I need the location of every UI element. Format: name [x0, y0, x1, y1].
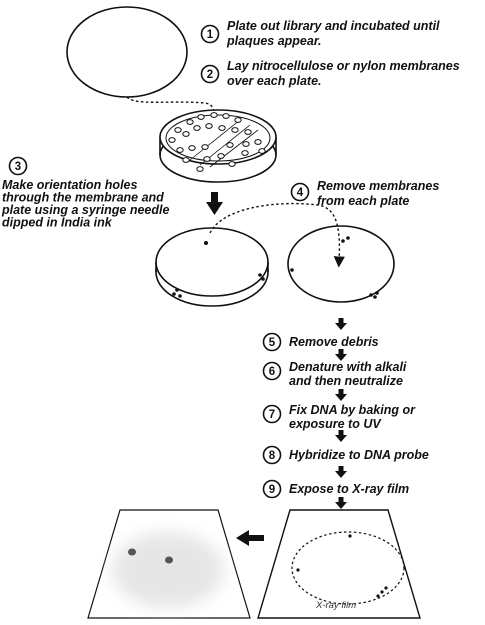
- small-arrow-head: [335, 502, 347, 509]
- plaque: [176, 147, 184, 153]
- library-plate-outline: [66, 6, 188, 98]
- plaque: [254, 139, 262, 145]
- step-text-line: Remove debris: [289, 335, 379, 349]
- plaques: [168, 112, 266, 172]
- plaque: [205, 123, 213, 129]
- small-arrow-shaft: [338, 349, 344, 354]
- step-number-circle: [262, 404, 282, 424]
- plaque: [217, 153, 225, 159]
- step-number-circle: [290, 182, 310, 202]
- plaque: [210, 112, 218, 118]
- plaque: [193, 125, 201, 131]
- small-arrow-shaft: [338, 430, 344, 435]
- step-text-line: dipped in India ink: [2, 216, 113, 230]
- xray-film-label: X-ray film: [315, 600, 356, 611]
- step-text-line: Remove membranes: [317, 179, 439, 193]
- small-arrow-head: [335, 323, 347, 330]
- step-text-line: and then neutralize: [289, 374, 403, 388]
- plaque: [186, 119, 194, 125]
- plaque: [244, 129, 252, 135]
- step-text-line: plaques appear.: [226, 34, 321, 48]
- step-number-circle: [262, 332, 282, 352]
- step-number: 5: [269, 337, 276, 349]
- step-text-line: over each plate.: [227, 74, 322, 88]
- developed-film: [87, 509, 251, 619]
- step-text-line: Plate out library and incubated until: [227, 19, 440, 33]
- step-number-circle: [262, 361, 282, 381]
- plaque: [196, 166, 204, 172]
- step-text-line: Hybridize to DNA probe: [289, 448, 429, 462]
- plaque: [203, 156, 211, 162]
- plaque: [182, 131, 190, 137]
- step-number: 2: [207, 69, 213, 81]
- step-text-line: exposure to UV: [289, 417, 382, 431]
- step-text-line: Lay nitrocellulose or nylon membranes: [227, 59, 460, 73]
- small-arrow-shaft: [338, 318, 344, 323]
- step-number: 7: [269, 409, 275, 421]
- petri-dish-with-membrane: [159, 109, 277, 183]
- step-text-line: from each plate: [317, 194, 409, 208]
- plaque: [228, 161, 236, 167]
- plaque: [258, 148, 266, 154]
- step-1: 1 Plate out library and incubated untilpl…: [200, 19, 440, 48]
- step-number-circle: [8, 156, 28, 176]
- plaque: [174, 127, 182, 133]
- plaque: [242, 141, 250, 147]
- small-arrow-head: [335, 435, 347, 442]
- step-number: 1: [207, 29, 214, 41]
- small-arrow-shaft: [338, 497, 344, 502]
- removed-membrane: [287, 225, 395, 303]
- plaque: [182, 157, 190, 163]
- plaque: [231, 127, 239, 133]
- plaque: [168, 137, 176, 143]
- left-arrow: [236, 530, 264, 546]
- small-arrow-head: [335, 394, 347, 401]
- step-number-circle: [262, 445, 282, 465]
- small-arrow-shaft: [338, 466, 344, 471]
- step-text-line: Fix DNA by baking or: [289, 403, 416, 417]
- plaque: [226, 142, 234, 148]
- step-number-circle: [200, 64, 220, 84]
- step-number: 3: [15, 161, 21, 173]
- down-arrow-large: [206, 192, 223, 215]
- small-arrow-shaft: [338, 389, 344, 394]
- step-9: 9 Expose to X-ray film: [262, 479, 409, 499]
- step-text-line: Make orientation holes: [2, 178, 137, 192]
- plaque: [222, 113, 230, 119]
- step-number: 4: [297, 187, 304, 199]
- step-number: 9: [269, 484, 275, 496]
- step-number-circle: [200, 24, 220, 44]
- step-text-line: plate using a syringe needle: [1, 203, 169, 217]
- plaque: [201, 144, 209, 150]
- step-number-circle: [262, 479, 282, 499]
- step-number: 6: [269, 366, 275, 378]
- step-2: 2 Lay nitrocellulose or nylon membranesov…: [200, 59, 460, 88]
- small-arrow-head: [335, 471, 347, 478]
- plaque: [188, 145, 196, 151]
- plaque: [241, 150, 249, 156]
- step-text-line: Expose to X-ray film: [289, 482, 409, 496]
- plate-with-holes: [155, 227, 269, 307]
- step-number: 8: [269, 450, 276, 462]
- small-arrow-head: [335, 354, 347, 361]
- step-text-line: Denature with alkali: [289, 360, 407, 374]
- dotted-transfer-arrow-2: [209, 202, 345, 268]
- xray-film: X-ray film: [257, 509, 421, 619]
- plaque: [218, 125, 226, 131]
- plaque: [197, 114, 205, 120]
- step-5: 5 Remove debris: [262, 332, 379, 352]
- step-arrows: [335, 318, 347, 509]
- step-text-line: through the membrane and: [2, 191, 164, 205]
- plaque: [234, 117, 242, 123]
- step-8: 8 Hybridize to DNA probe: [262, 445, 429, 465]
